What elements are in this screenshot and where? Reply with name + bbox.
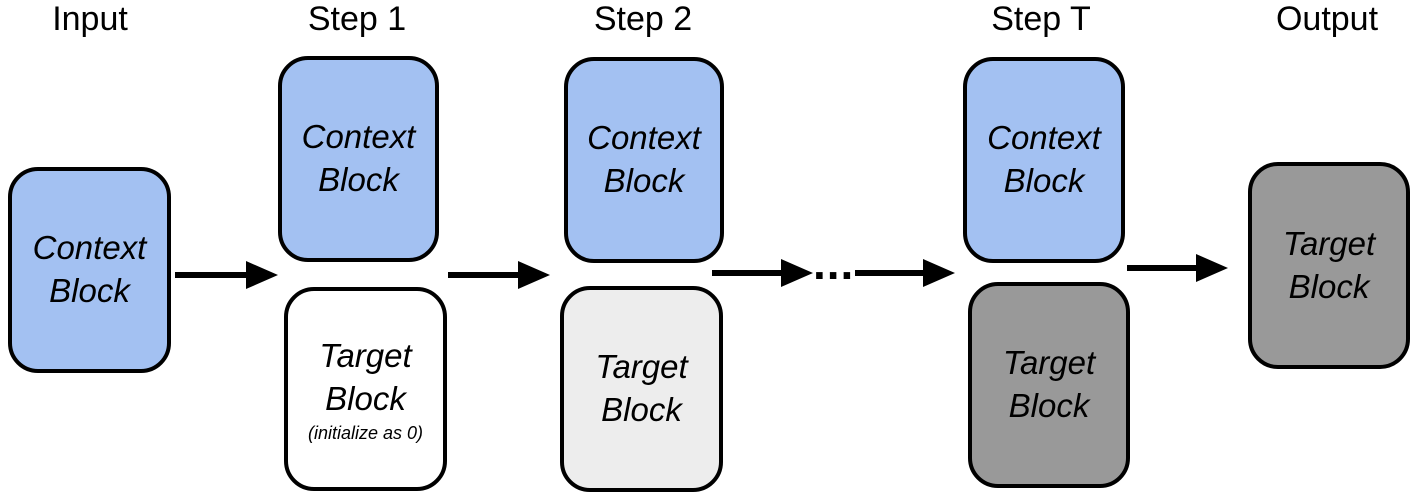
step1-context-block: Context Block xyxy=(278,56,439,262)
arrow-head-icon xyxy=(781,259,813,287)
step2-target-block-label: Target Block xyxy=(595,348,688,428)
arrow-shaft xyxy=(1127,265,1202,271)
arrow-stepT-to-output xyxy=(1127,254,1228,282)
arrow-shaft xyxy=(712,270,787,276)
input-context-block: Context Block xyxy=(8,167,171,373)
arrow-ellipsis-to-stepT xyxy=(855,259,955,287)
column-label-output: Output xyxy=(1275,0,1379,38)
stepT-target-block: Target Block xyxy=(968,282,1130,488)
arrow-shaft xyxy=(448,272,524,278)
arrow-input-to-step1 xyxy=(175,261,278,289)
output-target-block-label: Target Block xyxy=(1282,224,1376,305)
step1-context-block-label: Context Block xyxy=(301,118,416,198)
input-context-block-label: Context Block xyxy=(32,229,147,309)
arrow-head-icon xyxy=(246,261,278,289)
output-target-block: Target Block xyxy=(1248,162,1410,369)
column-label-input: Input xyxy=(52,0,128,38)
arrow-step2-to-ellipsis xyxy=(712,259,813,287)
ellipsis: ... xyxy=(813,237,855,289)
arrow-head-icon xyxy=(1196,254,1228,282)
stepT-target-block-label: Target Block xyxy=(1002,344,1096,424)
arrow-shaft xyxy=(175,272,252,278)
step1-target-block-note: (initialize as 0) xyxy=(307,422,424,443)
step1-target-block-label: Target Block xyxy=(319,336,412,417)
step1-target-block: Target Block (initialize as 0) xyxy=(284,287,447,491)
arrow-step1-to-step2 xyxy=(448,261,550,289)
column-label-stepT: Step T xyxy=(991,0,1091,38)
step2-target-block: Target Block xyxy=(560,286,723,492)
column-label-step2: Step 2 xyxy=(593,0,693,38)
arrow-head-icon xyxy=(923,259,955,287)
step2-context-block-label: Context Block xyxy=(587,119,701,199)
stepT-context-block-label: Context Block xyxy=(987,119,1101,199)
step2-context-block: Context Block xyxy=(564,57,724,263)
arrow-shaft xyxy=(855,270,929,276)
stepT-context-block: Context Block xyxy=(963,57,1125,263)
arrow-head-icon xyxy=(518,261,550,289)
column-label-step1: Step 1 xyxy=(307,0,407,38)
